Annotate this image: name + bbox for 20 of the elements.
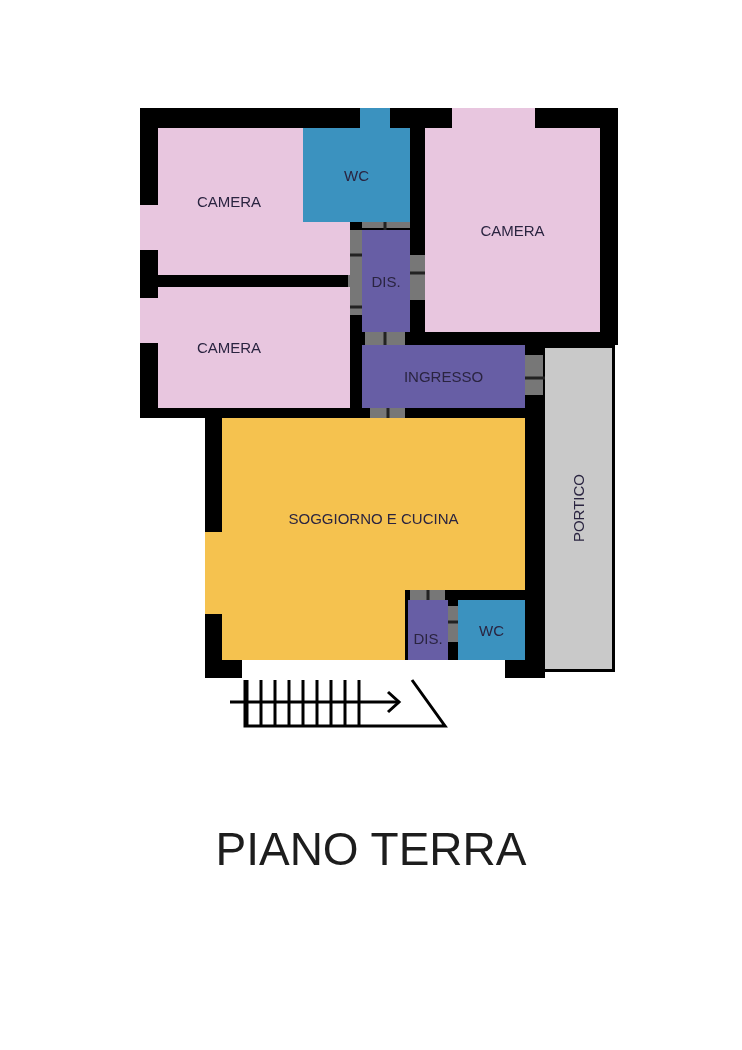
room-label: DIS.	[413, 629, 443, 647]
room-label: WC	[344, 166, 369, 184]
bedroom-room	[158, 287, 350, 408]
porch-room	[545, 345, 615, 672]
entrance-hall-room	[362, 345, 525, 408]
room-label: DIS.	[371, 272, 401, 290]
living-kitchen-room	[222, 418, 525, 660]
room-label: SOGGIORNO E CUCINA	[288, 510, 459, 527]
hallway-room	[408, 600, 448, 660]
hallway-room	[362, 230, 410, 332]
room-label: WC	[479, 621, 504, 639]
bathroom-room	[458, 600, 525, 660]
room-label: CAMERA	[196, 339, 262, 356]
room-label: INGRESSO	[403, 368, 484, 385]
room-label: CAMERA	[196, 193, 262, 210]
bedroom-room	[425, 128, 600, 332]
room-label: CAMERA	[480, 221, 545, 239]
room-label: PORTICO	[570, 474, 587, 543]
bathroom-room	[303, 128, 410, 222]
plan-title: PIANO TERRA	[214, 822, 528, 876]
